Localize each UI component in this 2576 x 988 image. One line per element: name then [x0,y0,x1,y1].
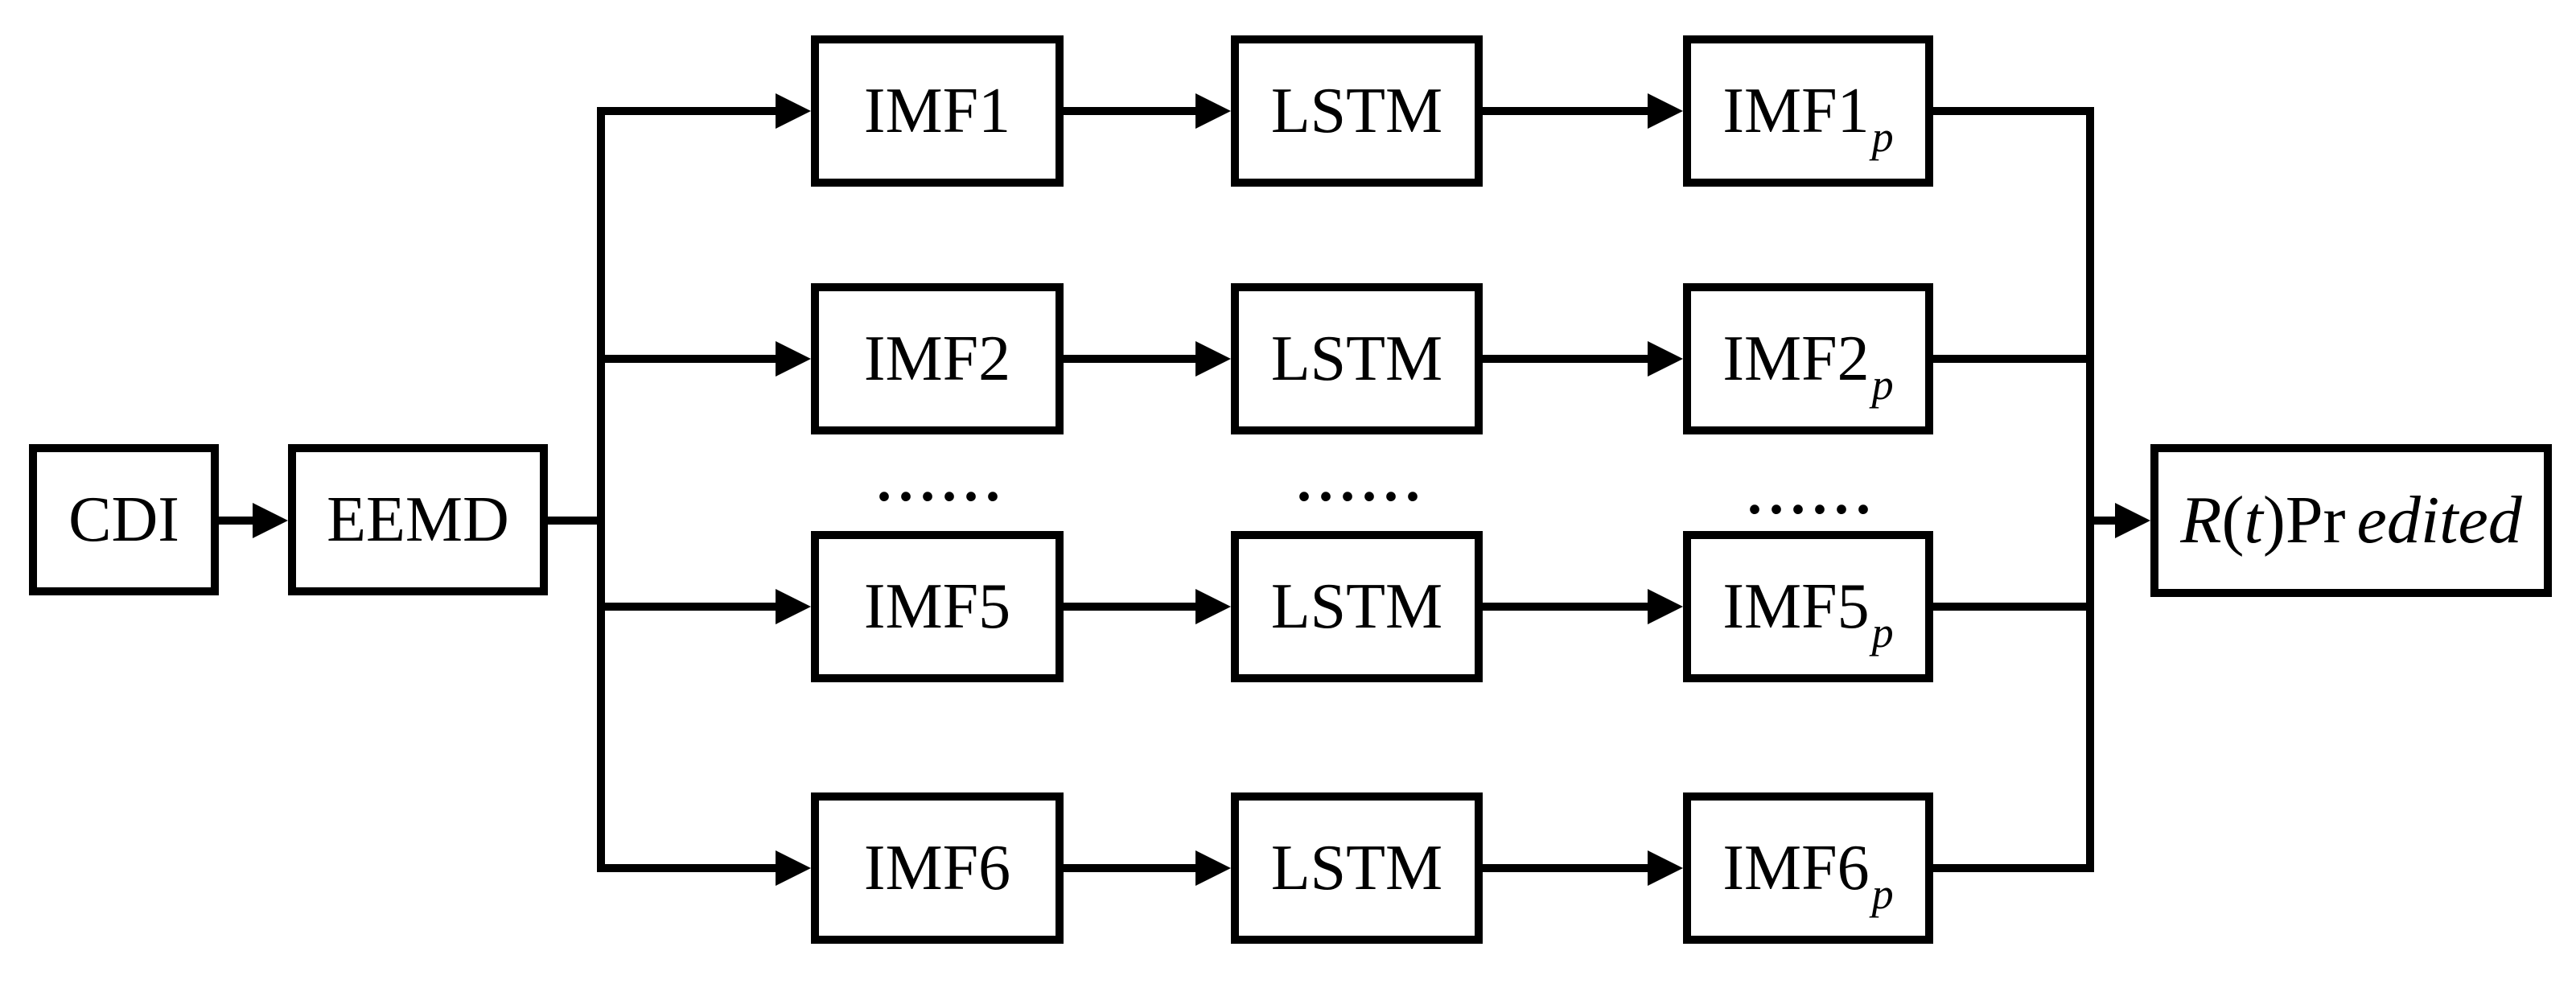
connector-lstm-imf6p [1483,864,1651,872]
lstm-label-row2: LSTM [1270,323,1443,394]
connector-imf6-lstm [1064,864,1199,872]
branch-line-row4 [597,864,779,872]
imf5p-label: IMF5 [1722,571,1870,642]
arrowhead-cdi-eemd [253,503,288,538]
arrowhead-lstm-imf1p [1648,93,1683,129]
arrowhead-lstm-imf2p [1648,341,1683,377]
output-close-paren: ) [2262,483,2286,558]
arrowhead-lstm-imf5p [1648,589,1683,624]
imf2p-label: IMF2 [1722,323,1870,394]
branch-line-row3 [597,603,779,611]
connector-lstm-imf2p [1483,355,1651,363]
branch-line-row2 [597,355,779,363]
imf2-label: IMF2 [863,323,1011,394]
arrowhead-row2-imf [776,341,811,377]
ellipsis-pred-column: ...... [1747,462,1878,526]
lstm-label-row1: LSTM [1270,76,1443,146]
arrowhead-imf2-lstm [1195,341,1231,377]
imf6-box: IMF6 [811,792,1064,944]
arrowhead-imf6-lstm [1195,850,1231,886]
connector-imf5p-trunk [1933,603,2094,611]
connector-imf2-lstm [1064,355,1199,363]
imf6p-subscript: p [1871,870,1894,918]
eemd-box: EEMD [288,444,548,595]
imf1p-subscript: p [1871,113,1894,161]
connector-cdi-eemd [219,517,256,525]
output-t: t [2244,483,2263,558]
imf5-box: IMF5 [811,531,1064,682]
connector-lstm-imf1p [1483,107,1651,115]
imf6p-label: IMF6 [1722,833,1870,904]
merge-trunk-line [2086,107,2094,872]
arrowhead-imf5-lstm [1195,589,1231,624]
lstm-label-row4: LSTM [1270,833,1443,904]
arrowhead-row4-imf [776,850,811,886]
lstm-box-row2: LSTM [1231,283,1483,434]
lstm-box-row4: LSTM [1231,792,1483,944]
imf2-box: IMF2 [811,283,1064,434]
imf2p-subscript: p [1871,360,1894,409]
arrowhead-output [2115,503,2150,538]
connector-imf6p-trunk [1933,864,2094,872]
output-open-paren: ( [2221,483,2245,558]
connector-imf1-lstm [1064,107,1199,115]
connector-trunk-output [2090,517,2118,525]
eemd-label: EEMD [327,484,509,555]
arrowhead-row1-imf [776,93,811,129]
connector-lstm-imf5p [1483,603,1651,611]
connector-imf2p-trunk [1933,355,2094,363]
cdi-input-box: CDI [29,444,219,595]
connector-imf1p-trunk [1933,107,2094,115]
cdi-label: CDI [68,484,179,555]
lstm-box-row1: LSTM [1231,35,1483,187]
connector-imf5-lstm [1064,603,1199,611]
imf5p-subscript: p [1871,608,1894,657]
ellipsis-imf-column: ...... [877,449,1007,513]
lstm-label-row3: LSTM [1270,571,1443,642]
output-pr: Pr [2285,483,2346,558]
output-r: R [2180,483,2222,558]
imf5-label: IMF5 [863,571,1011,642]
arrowhead-lstm-imf6p [1648,850,1683,886]
imf1-box: IMF1 [811,35,1064,187]
connector-eemd-trunk [548,517,605,525]
imf6-label: IMF6 [863,833,1011,904]
arrowhead-row3-imf [776,589,811,624]
lstm-box-row3: LSTM [1231,531,1483,682]
ellipsis-lstm-column: ...... [1297,449,1427,513]
imf1p-label: IMF1 [1722,76,1870,146]
branch-line-row1 [597,107,779,115]
output-edited: edited [2356,483,2522,558]
fanout-trunk-line [597,107,605,872]
imf1-label: IMF1 [863,76,1011,146]
arrowhead-imf1-lstm [1195,93,1231,129]
